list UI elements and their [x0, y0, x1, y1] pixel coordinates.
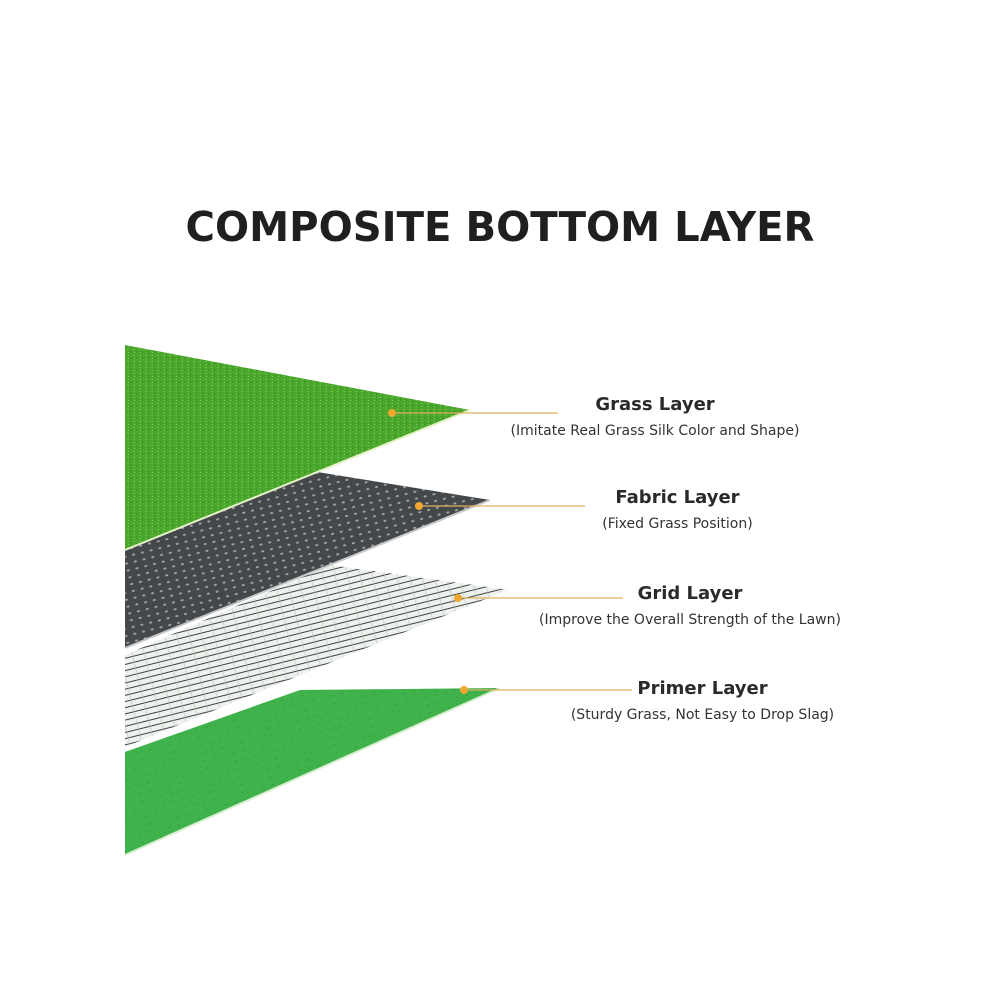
- grid-layer-description: (Improve the Overall Strength of the Law…: [539, 612, 841, 628]
- fabric-layer-label: Fabric Layer (Fixed Grass Position): [530, 487, 825, 532]
- grass-layer-sheet: [124, 345, 471, 551]
- grass-layer-name: Grass Layer: [595, 394, 715, 415]
- fabric-layer-description: (Fixed Grass Position): [602, 516, 753, 532]
- fabric-callout-dot: [415, 502, 423, 510]
- grid-callout-dot: [454, 594, 462, 602]
- grid-layer-sheet: [124, 565, 511, 749]
- primer-layer-sheet: [124, 687, 501, 856]
- fabric-layer-sheet: [124, 470, 491, 649]
- primer-layer-description: (Sturdy Grass, Not Easy to Drop Slag): [570, 707, 835, 723]
- grid-layer-name: Grid Layer: [637, 583, 743, 604]
- grass-callout-dot: [388, 409, 396, 417]
- grass-layer-label: Grass Layer (Imitate Real Grass Silk Col…: [470, 394, 840, 439]
- diagram-title: COMPOSITE BOTTOM LAYER: [185, 203, 815, 251]
- grass-layer-description: (Imitate Real Grass Silk Color and Shape…: [510, 423, 800, 439]
- primer-callout-dot: [460, 686, 468, 694]
- primer-layer-label: Primer Layer (Sturdy Grass, Not Easy to …: [530, 678, 875, 723]
- grid-layer-label: Grid Layer (Improve the Overall Strength…: [500, 583, 880, 628]
- fabric-layer-name: Fabric Layer: [615, 487, 740, 508]
- primer-layer-name: Primer Layer: [637, 678, 768, 699]
